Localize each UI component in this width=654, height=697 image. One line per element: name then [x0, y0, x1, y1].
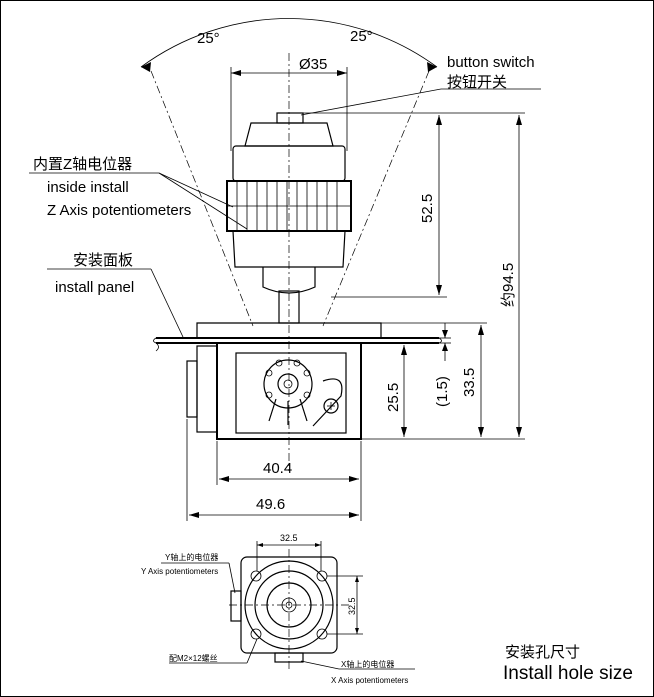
hole-size-zh: 安装孔尺寸	[505, 644, 580, 661]
bottom-dimensions: 40.4 49.6	[186, 419, 362, 521]
body-height-label: 25.5	[385, 383, 402, 412]
z-axis-zh: 内置Z轴电位器	[33, 156, 132, 173]
hole-height-label: 32.5	[347, 597, 357, 615]
left-tilt-line	[150, 70, 254, 327]
button-switch-en: button switch	[447, 54, 535, 71]
y-axis-zh: Y轴上的电位器	[165, 552, 218, 562]
x-axis-en: X Axis potentiometers	[331, 676, 408, 685]
lever	[312, 378, 343, 427]
angle-left-label: 25°	[197, 30, 220, 47]
callouts-top: button switch 按钮开关 内置Z轴电位器 inside instal…	[29, 54, 541, 338]
diameter-dimension: Ø35	[230, 56, 348, 151]
diameter-label: Ø35	[299, 56, 327, 73]
pot-terminals	[265, 359, 311, 425]
install-hole-caption: 安装孔尺寸 Install hole size	[503, 644, 633, 684]
button-switch-zh: 按钮开关	[447, 74, 507, 91]
pot-gear-inner	[277, 373, 299, 395]
flange	[196, 322, 382, 338]
handle-lower-body	[232, 230, 346, 268]
panel-break	[153, 337, 159, 352]
mount-hole-tl	[250, 570, 262, 582]
angle-arc	[140, 18, 438, 68]
panel-en: install panel	[55, 279, 134, 296]
side-pot-knob	[186, 360, 198, 418]
screw-zh: 配M2×12螺丝	[169, 653, 218, 663]
z-axis-en1: inside install	[47, 179, 129, 196]
y-pot-body	[230, 590, 242, 622]
side-pot	[196, 345, 218, 433]
mount-hole-bl	[250, 628, 262, 640]
mechanism-housing	[186, 342, 362, 440]
gap-label: (1.5)	[434, 376, 451, 407]
panel-zh: 安装面板	[73, 251, 133, 269]
height-upper-label: 52.5	[419, 194, 436, 223]
width-outer-label: 49.6	[256, 496, 285, 513]
housing-inner	[235, 352, 347, 434]
height-total-label: 约94.5	[500, 263, 517, 307]
knurl-lines	[227, 181, 351, 231]
joystick-handle	[226, 112, 352, 324]
z-axis-en2: Z Axis potentiometers	[47, 202, 191, 219]
button-cap	[276, 112, 304, 124]
pot-gear-outer	[263, 359, 313, 409]
handle-neck	[262, 267, 316, 294]
pot-gear-center	[283, 379, 293, 389]
y-axis-en: Y Axis potentiometers	[141, 567, 218, 576]
arc-arrow-left	[141, 62, 151, 72]
hole-width-label: 32.5	[280, 533, 298, 543]
lever-screw	[323, 398, 339, 414]
hole-size-en: Install hole size	[503, 663, 633, 684]
bottom-view: 32.5 32.5 Y轴上的电位器 Y Axis potentiometers …	[141, 533, 415, 685]
width-inner-label: 40.4	[263, 460, 292, 477]
arc-arrow-right	[427, 62, 437, 72]
angle-right-label: 25°	[350, 28, 373, 45]
height-lower-label: 33.5	[461, 368, 478, 397]
x-axis-zh: X轴上的电位器	[341, 659, 394, 669]
right-tilt-line	[322, 70, 430, 327]
right-dimensions: 52.5 约94.5 33.5 (1.5) 25.5	[299, 112, 525, 440]
